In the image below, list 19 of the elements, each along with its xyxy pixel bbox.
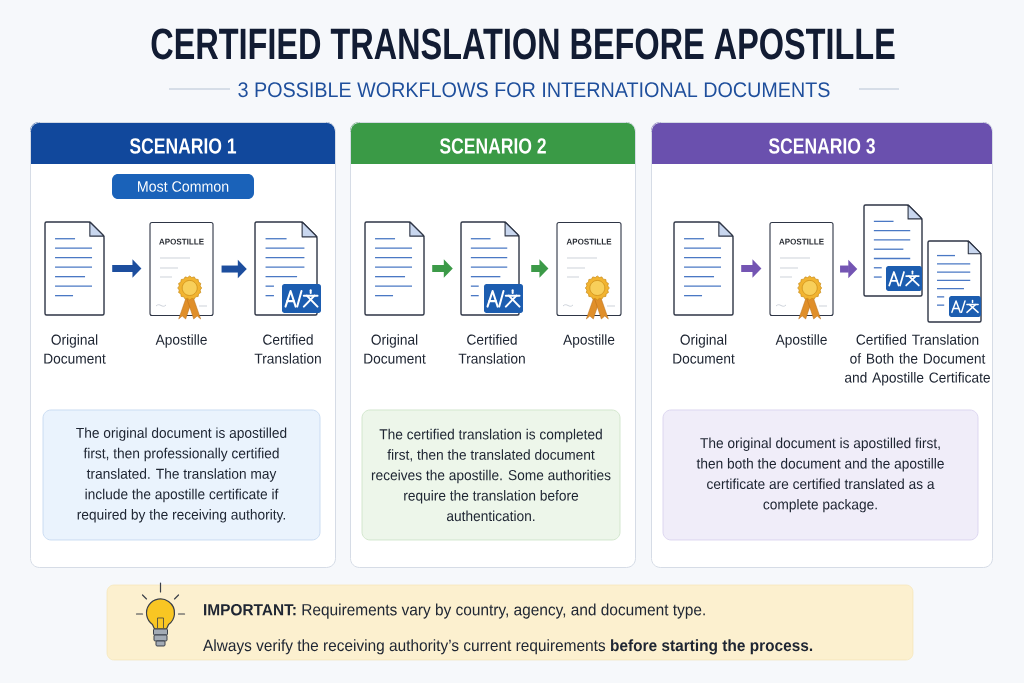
- node-label: Original Document: [44, 334, 106, 364]
- document-icon: [44, 221, 105, 316]
- node-label: Apostille: [775, 334, 827, 348]
- description-box: The original document is apostilled first, then both the document and the apostille certificate are certified translated as a complete package.: [662, 409, 979, 541]
- badge: Most Common: [112, 174, 254, 199]
- node-label: Certified Translation: [254, 334, 321, 364]
- description-box: The original document is apostilled first, then professionally certified translated. The translation may include the apostille certificate if required by the receiving authority.: [42, 409, 321, 541]
- node-label: Certified Translation of Both the Document and Apostille Certificate: [845, 334, 990, 386]
- document-icon: [673, 221, 734, 316]
- title: CERTIFIED TRANSLATION BEFORE APOSTILLE: [151, 28, 895, 60]
- node-label: Apostille: [155, 334, 207, 348]
- node-label: Original Document: [364, 334, 426, 364]
- subtitle: 3 POSSIBLE WORKFLOWS FOR INTERNATIONAL DOCUMENTS: [238, 82, 830, 98]
- document-icon: [364, 221, 425, 316]
- node-label: Certified Translation: [458, 334, 525, 364]
- description-box: The certified translation is completed first, then the translated document receives the apostille. Some authorities require the translation before authentication.: [361, 409, 621, 541]
- note-box: IMPORTANT: Requirements vary by country, agency, and document type. Always verify the receiving authority’s current requirements before starting the process.: [106, 584, 914, 661]
- node-label: Original Document: [673, 334, 735, 364]
- node-label: Apostille: [563, 334, 615, 348]
